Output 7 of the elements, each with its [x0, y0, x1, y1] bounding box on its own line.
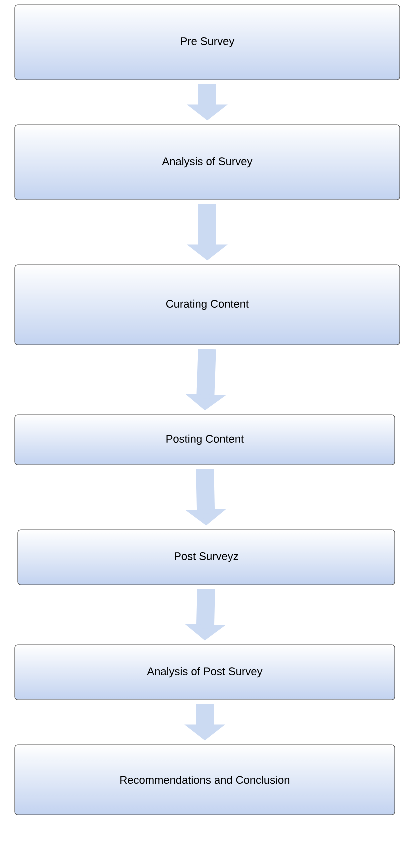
- process-box: Analysis of Post Survey: [14, 644, 396, 700]
- process-box: Analysis of Survey: [14, 124, 400, 200]
- process-box: Recommendations and Conclusion: [14, 744, 396, 816]
- process-box: Curating Content: [14, 264, 400, 346]
- process-box: Pre Survey: [14, 4, 400, 80]
- process-box: Posting Content: [14, 414, 396, 466]
- process-box: Post Surveyz: [18, 530, 396, 586]
